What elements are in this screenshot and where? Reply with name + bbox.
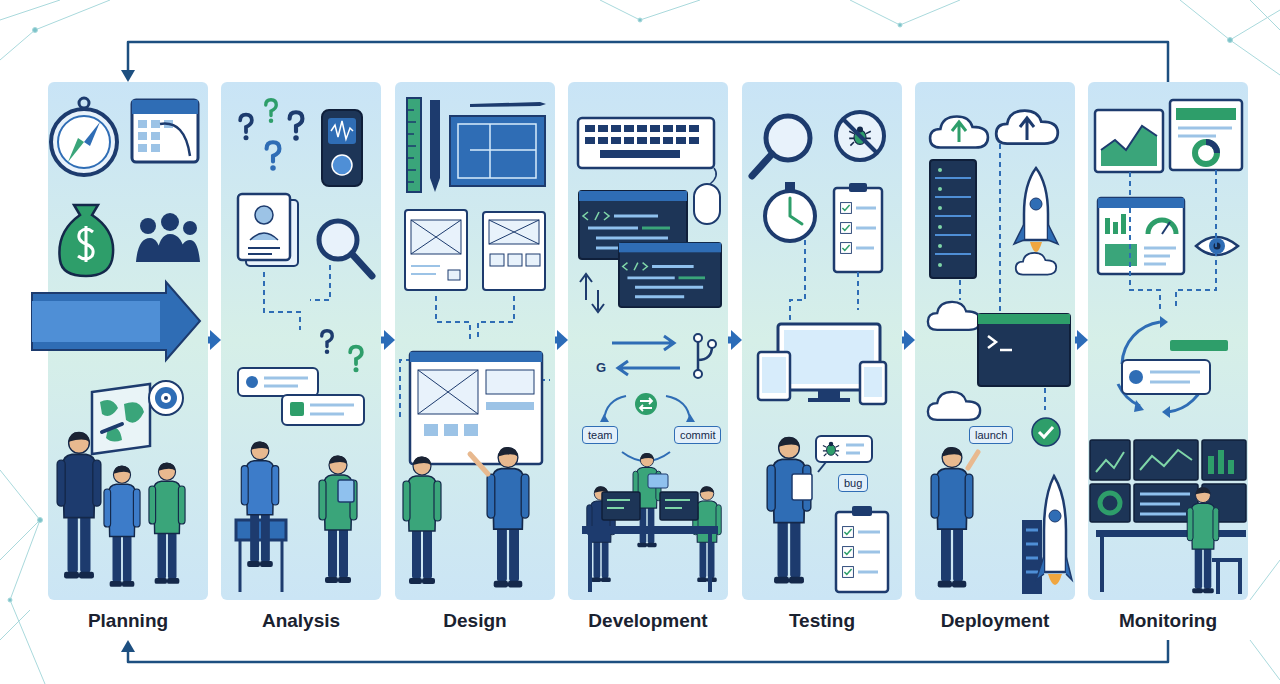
monitoring-icons (1090, 100, 1246, 594)
tag-text: commit (680, 428, 715, 442)
phase-title: Planning (48, 608, 208, 634)
arrow-head (731, 330, 742, 350)
phase-title: Monitoring (1088, 608, 1248, 634)
flow-connector (121, 42, 1168, 82)
flow-connector (902, 330, 915, 350)
glyph-label: G (596, 360, 606, 375)
arrow-head (121, 70, 135, 82)
phase-panel: Testing bug (742, 82, 902, 640)
connector-line (128, 640, 1168, 662)
tag-chip: bug (838, 474, 868, 492)
flow-connector (1075, 330, 1088, 350)
phase-panel: Monitoring (1088, 82, 1248, 640)
arrow-head (904, 330, 915, 350)
deployment-icons (928, 111, 1072, 594)
panel-backgrounds (48, 82, 1248, 600)
tag-chip: team (582, 426, 618, 444)
phase-panel: Analysis (221, 82, 381, 640)
tag-text: team (588, 428, 612, 442)
arrow-head (121, 640, 135, 652)
flow-connector (208, 330, 221, 350)
flow-connector (121, 640, 1168, 662)
analysis-icons (236, 100, 372, 592)
phase-panel: Development team commit (568, 82, 728, 640)
phase-panel: Design (395, 82, 555, 640)
planning-icons (32, 98, 200, 587)
design-icons (400, 98, 550, 587)
testing-icons (752, 112, 888, 592)
flow-connector (728, 330, 742, 350)
phase-title: Deployment (915, 608, 1075, 634)
arrow-head (557, 330, 568, 350)
flow-connector (381, 330, 395, 350)
tag-chip: launch (969, 426, 1013, 444)
tag-text: launch (975, 428, 1007, 442)
phase-title: Analysis (221, 608, 381, 634)
phase-title: Development (568, 608, 728, 634)
tag-text: bug (844, 476, 862, 490)
phase-panel: Planning (48, 82, 208, 640)
connector-line (128, 42, 1168, 82)
phase-title: Design (395, 608, 555, 634)
arrow-head (384, 330, 395, 350)
arrow-head (210, 330, 221, 350)
development-icons (578, 118, 721, 592)
arrow-head (1077, 330, 1088, 350)
flow-connector (555, 330, 568, 350)
phase-panel: Deployment launch (915, 82, 1075, 640)
tag-chip: commit (674, 426, 721, 444)
phase-title: Testing (742, 608, 902, 634)
